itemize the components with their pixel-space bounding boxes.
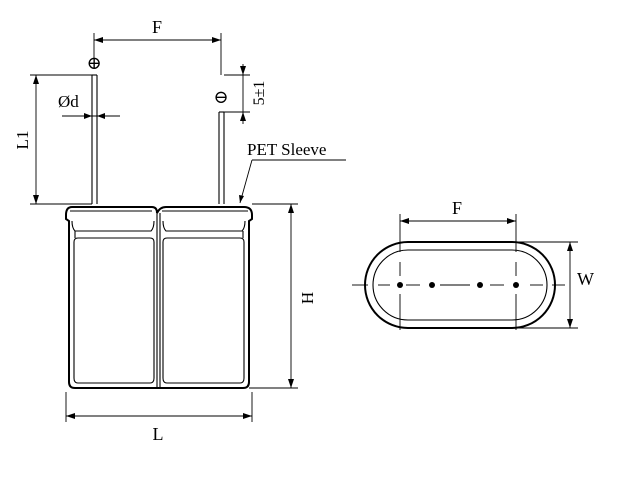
lead-offset-dimension: 5±1 xyxy=(224,64,268,124)
top-view: F W xyxy=(352,198,594,330)
l1-label: L1 xyxy=(13,131,32,150)
diameter-dimension: Ød xyxy=(58,92,120,119)
f-label-top: F xyxy=(452,198,462,218)
w-dimension: W xyxy=(512,241,594,329)
f-dimension-top: F xyxy=(400,198,516,224)
capacitor-body xyxy=(65,206,253,389)
l-label: L xyxy=(153,424,164,444)
positive-terminal-icon: ⊕ xyxy=(86,53,101,73)
l-dimension: L xyxy=(65,392,253,444)
pet-sleeve-callout: PET Sleeve xyxy=(239,140,346,204)
w-label: W xyxy=(577,269,594,289)
h-dimension: H xyxy=(249,203,317,389)
negative-terminal-icon: ⊖ xyxy=(213,87,228,107)
lead-hole-right xyxy=(513,282,519,288)
tolerance-label: 5±1 xyxy=(251,81,268,106)
l1-dimension: L1 xyxy=(13,74,92,204)
lead-hole-left xyxy=(397,282,403,288)
side-view: F ⊕ ⊖ Ød L1 xyxy=(13,17,346,444)
f-dimension-side: F xyxy=(93,17,222,75)
positive-lead xyxy=(91,74,98,204)
negative-lead xyxy=(218,111,225,204)
f-label-side: F xyxy=(152,17,162,37)
h-label: H xyxy=(298,292,317,304)
lead-hole-center-right xyxy=(477,282,483,288)
lead-hole-center-left xyxy=(429,282,435,288)
diameter-label: Ød xyxy=(58,92,79,111)
pet-sleeve-label: PET Sleeve xyxy=(247,140,326,159)
